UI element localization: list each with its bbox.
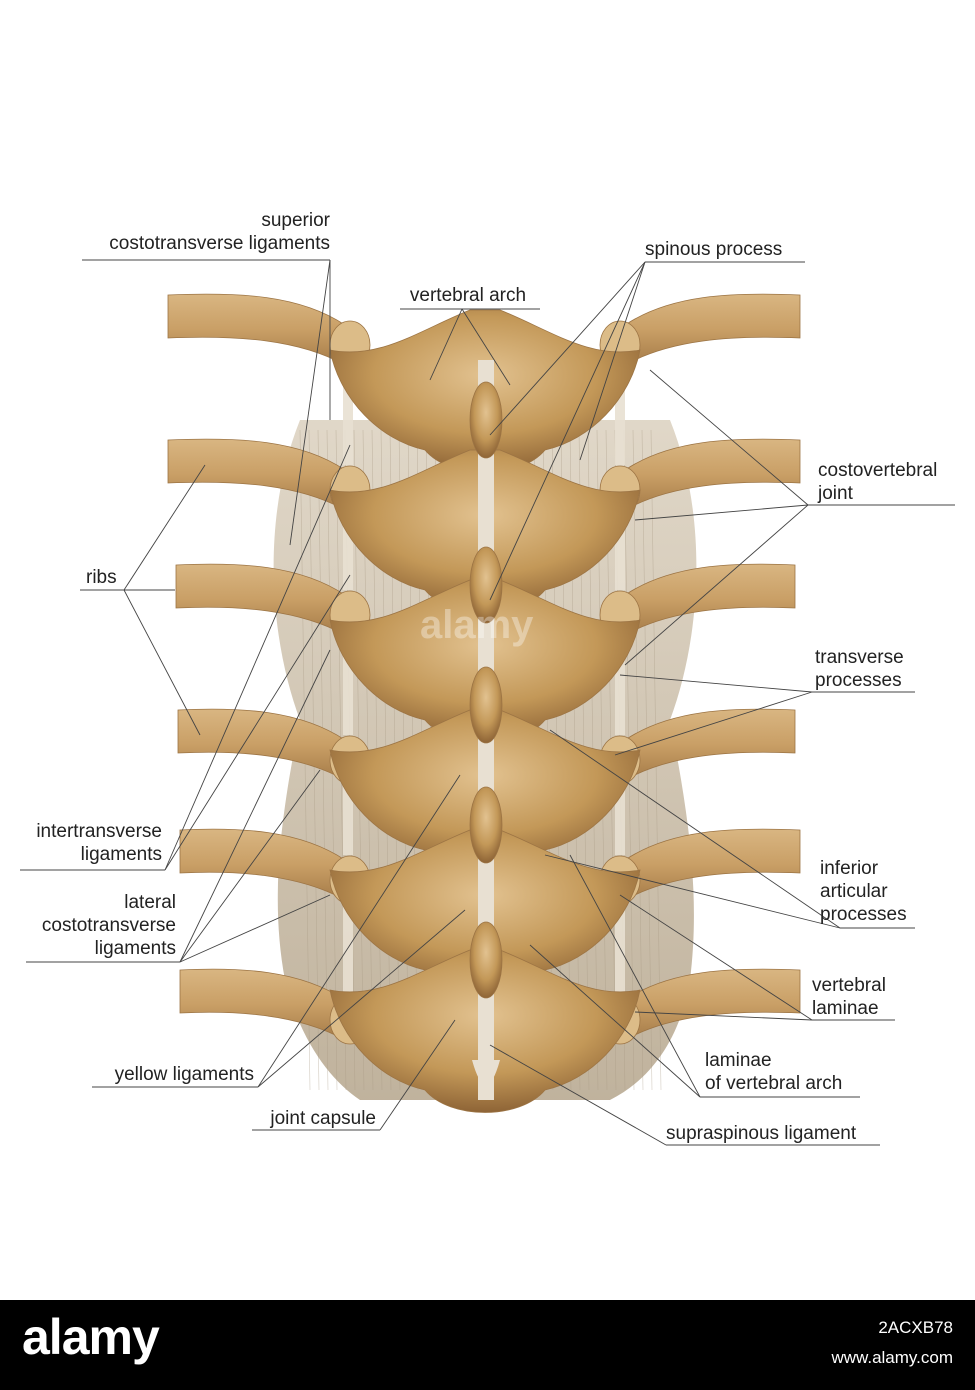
label-vertebral-arch: vertebral arch	[409, 285, 527, 306]
label-line: costovertebral	[818, 460, 938, 481]
intertransverse-ligament	[343, 510, 353, 590]
label-line: transverse	[815, 647, 904, 668]
spinous-process	[469, 666, 503, 744]
leader-line	[489, 261, 646, 436]
label-laminae-of-vertebral-arch: laminae of vertebral arch	[705, 1049, 842, 1095]
spinous-tip	[472, 1060, 500, 1085]
leader-line	[257, 774, 461, 1088]
label-ribs: ribs	[86, 567, 117, 588]
alamy-logo: alamy	[22, 1308, 160, 1366]
label-inferior-articular-processes: inferior articular processes	[820, 857, 907, 926]
spinous-process	[469, 381, 503, 459]
leader-line	[123, 589, 201, 736]
leader-line	[544, 854, 841, 929]
label-line: laminae	[705, 1050, 772, 1071]
leader-line	[549, 729, 841, 929]
label-supraspinous-ligament: supraspinous ligament	[666, 1123, 857, 1144]
leader-line	[289, 259, 331, 546]
leader-line	[489, 1044, 667, 1146]
label-line: inferior	[820, 858, 879, 879]
label-line: ligaments	[80, 844, 162, 865]
label-transverse-processes: transverse processes	[815, 646, 904, 692]
label-line: costotransverse	[41, 915, 176, 936]
intertransverse-ligament	[343, 365, 353, 465]
leader-line	[489, 261, 646, 601]
label-line: intertransverse	[36, 821, 162, 842]
leader-line	[529, 944, 701, 1098]
label-costovertebral-joint: costovertebral joint	[818, 459, 937, 505]
leader-line	[619, 894, 813, 1021]
label-line: costotransverse ligaments	[109, 233, 330, 254]
label-yellow-ligaments: yellow ligaments	[114, 1064, 254, 1085]
leader-line	[123, 464, 206, 591]
watermark: alamy	[420, 603, 534, 647]
label-line: vertebral	[812, 975, 886, 996]
label-line: superior	[261, 210, 330, 231]
leader-line	[614, 691, 813, 756]
label-spinous-process: spinous process	[645, 239, 783, 260]
label-line: processes	[815, 670, 902, 691]
label-line: laminae	[812, 998, 879, 1019]
intertransverse-ligament	[615, 780, 625, 855]
leader-line	[624, 504, 809, 666]
brand-text: alamy	[22, 1309, 160, 1365]
leader-line	[634, 504, 809, 521]
label-intertransverse-ligaments: intertransverse ligaments	[10, 820, 162, 866]
leader-line	[257, 909, 466, 1088]
rib-left	[167, 293, 346, 366]
label-vertebral-laminae: vertebral laminae	[812, 974, 886, 1020]
label-lateral-costotransverse-ligaments: lateral costotransverse ligaments	[10, 891, 176, 960]
intertransverse-ligament	[615, 510, 625, 590]
leader-line	[179, 649, 331, 963]
spine-anatomy-diagram	[20, 259, 955, 1146]
leader-line	[429, 308, 463, 381]
site-url: www.alamy.com	[831, 1348, 953, 1367]
leader-line	[619, 674, 813, 693]
leader-line	[461, 308, 511, 386]
leader-line	[179, 894, 331, 963]
label-superior-costotransverse-ligaments: superior costotransverse ligaments	[60, 209, 330, 255]
leader-line	[164, 444, 351, 871]
leader-lines	[20, 259, 955, 1146]
intertransverse-ligament	[615, 365, 625, 465]
image-id: 2ACXB78	[878, 1318, 953, 1337]
spinous-process	[469, 786, 503, 864]
leader-line	[649, 369, 809, 506]
footer-bar: alamy 2ACXB78 www.alamy.com	[0, 1300, 975, 1390]
spinous-column	[469, 360, 503, 1100]
label-line: processes	[820, 904, 907, 925]
spinous-process	[469, 921, 503, 999]
illustration-area: alamy superior costotransverse ligaments…	[10, 209, 955, 1146]
leader-line	[164, 574, 351, 871]
label-line: of vertebral arch	[705, 1073, 843, 1094]
intertransverse-ligament	[615, 635, 625, 735]
intertransverse-ligament	[343, 780, 353, 855]
leader-line	[379, 1019, 456, 1131]
label-line: articular	[820, 881, 888, 902]
label-joint-capsule: joint capsule	[270, 1108, 376, 1129]
rib-right	[624, 293, 801, 366]
leader-line	[579, 261, 646, 461]
leader-line	[179, 769, 321, 963]
label-line: ligaments	[94, 938, 176, 959]
spinous-process	[469, 546, 503, 624]
label-line: lateral	[124, 892, 176, 913]
leader-line	[569, 854, 701, 1098]
intertransverse-ligament	[343, 635, 353, 735]
label-line: joint	[818, 483, 853, 504]
leader-line	[634, 1011, 813, 1021]
